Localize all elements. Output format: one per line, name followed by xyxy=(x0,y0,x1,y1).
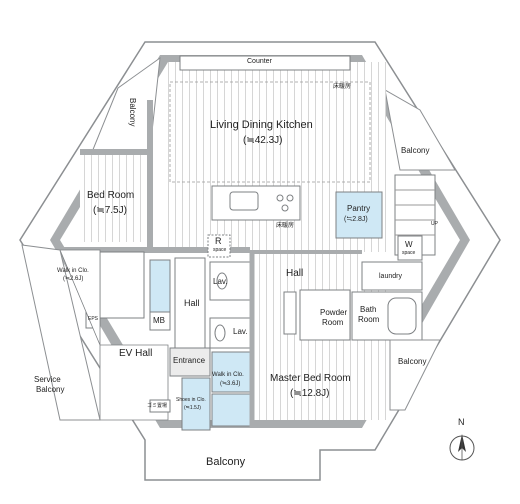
balcony-right-top-label: Balcony xyxy=(401,146,430,155)
fridge-space-label: space xyxy=(213,247,227,253)
balcony-bottom-label: Balcony xyxy=(206,456,246,468)
laundry-room xyxy=(361,261,423,291)
powder-label-1: Powder xyxy=(320,308,348,317)
fridge-label: R xyxy=(215,236,222,246)
stove-burner xyxy=(286,194,294,202)
up-label: UP xyxy=(431,221,438,227)
sink xyxy=(229,191,259,211)
bath-label-1: Bath xyxy=(360,305,377,314)
stove-burner xyxy=(276,194,284,202)
powder-room xyxy=(299,289,351,341)
balcony-right-mid-label: Balcony xyxy=(398,357,427,366)
master-area-label: (≒12.8J) xyxy=(290,388,330,399)
mb-label: MB xyxy=(153,316,165,325)
hall-label-1: Hall xyxy=(184,298,200,308)
walkin-2-area-label: (≒3.6J) xyxy=(220,381,241,387)
stove-burner xyxy=(281,204,289,212)
powder-sink xyxy=(283,291,297,335)
washer-label: W xyxy=(405,240,413,249)
balcony-left-top-label: Balcony xyxy=(128,98,138,127)
balcony-right-mid-area xyxy=(389,339,441,411)
counter xyxy=(179,55,351,71)
service-balcony-label-2: Balcony xyxy=(36,385,65,394)
fridge-space xyxy=(207,234,231,258)
bathtub xyxy=(387,297,417,335)
pantry-label: Pantry xyxy=(347,204,371,213)
walkin-1-label: Walk in Clo. xyxy=(57,268,89,274)
master-label: Master Bed Room xyxy=(270,373,351,384)
bedroom-floor xyxy=(80,152,148,242)
walkin-closet-2-shelf xyxy=(211,351,253,393)
ldk-label: Living Dining Kitchen xyxy=(210,119,313,131)
pantry-area-label: (≒2.8J) xyxy=(344,216,368,223)
ldk-area-label: (≒42.3J) xyxy=(243,135,283,146)
garbage-area xyxy=(149,399,171,413)
washer-space-label: space xyxy=(402,250,416,256)
eps-label: EPS xyxy=(88,316,99,322)
balcony-right-top-area xyxy=(384,89,456,171)
shoes-label: Shoes in Clo. xyxy=(176,397,206,403)
walkin-closet-1 xyxy=(99,251,145,319)
walkin-closet-2-shelf-b xyxy=(211,393,253,427)
ev-hall-label: EV Hall xyxy=(119,348,153,359)
hall-corridor xyxy=(174,257,206,349)
bath-label-2: Room xyxy=(358,315,380,324)
powder-label-2: Room xyxy=(322,318,344,327)
compass xyxy=(449,434,475,461)
ev-hall-area xyxy=(59,249,169,421)
floor-heating-label-1: 床暖房 xyxy=(333,84,352,90)
walkin-2-label: Walk in Clo. xyxy=(212,372,244,378)
mb-box xyxy=(149,311,171,331)
shoes-closet xyxy=(181,377,211,431)
service-balcony-area xyxy=(21,244,101,421)
lav-1-label: Lav. xyxy=(213,277,228,286)
laundry-label: laundry xyxy=(379,273,402,280)
entrance-floor xyxy=(169,347,211,377)
washer-space xyxy=(397,235,423,261)
entrance-label: Entrance xyxy=(173,356,206,365)
hall-floor xyxy=(252,252,362,282)
compass-north-label: N xyxy=(458,417,465,427)
walkin-1-area-label: (≒2.6J) xyxy=(63,276,84,282)
floor-heating-label-2: 床暖房 xyxy=(276,223,295,229)
shoes-area-label: (≒1.5J) xyxy=(184,405,201,411)
bedroom-label: Bed Room xyxy=(87,190,135,201)
bedroom-area-label: (≒7.5J) xyxy=(93,205,127,216)
garbage-label: ゴミ置場 xyxy=(147,403,168,409)
walkin-closet-1-shelf xyxy=(149,259,171,319)
service-balcony-label-1: Service xyxy=(34,375,61,384)
floor-heating-area xyxy=(169,81,371,183)
hall-label-2: Hall xyxy=(286,268,304,279)
lav-2-label: Lav. xyxy=(233,327,248,336)
counter-label: Counter xyxy=(247,58,272,65)
pantry-room xyxy=(335,191,383,239)
